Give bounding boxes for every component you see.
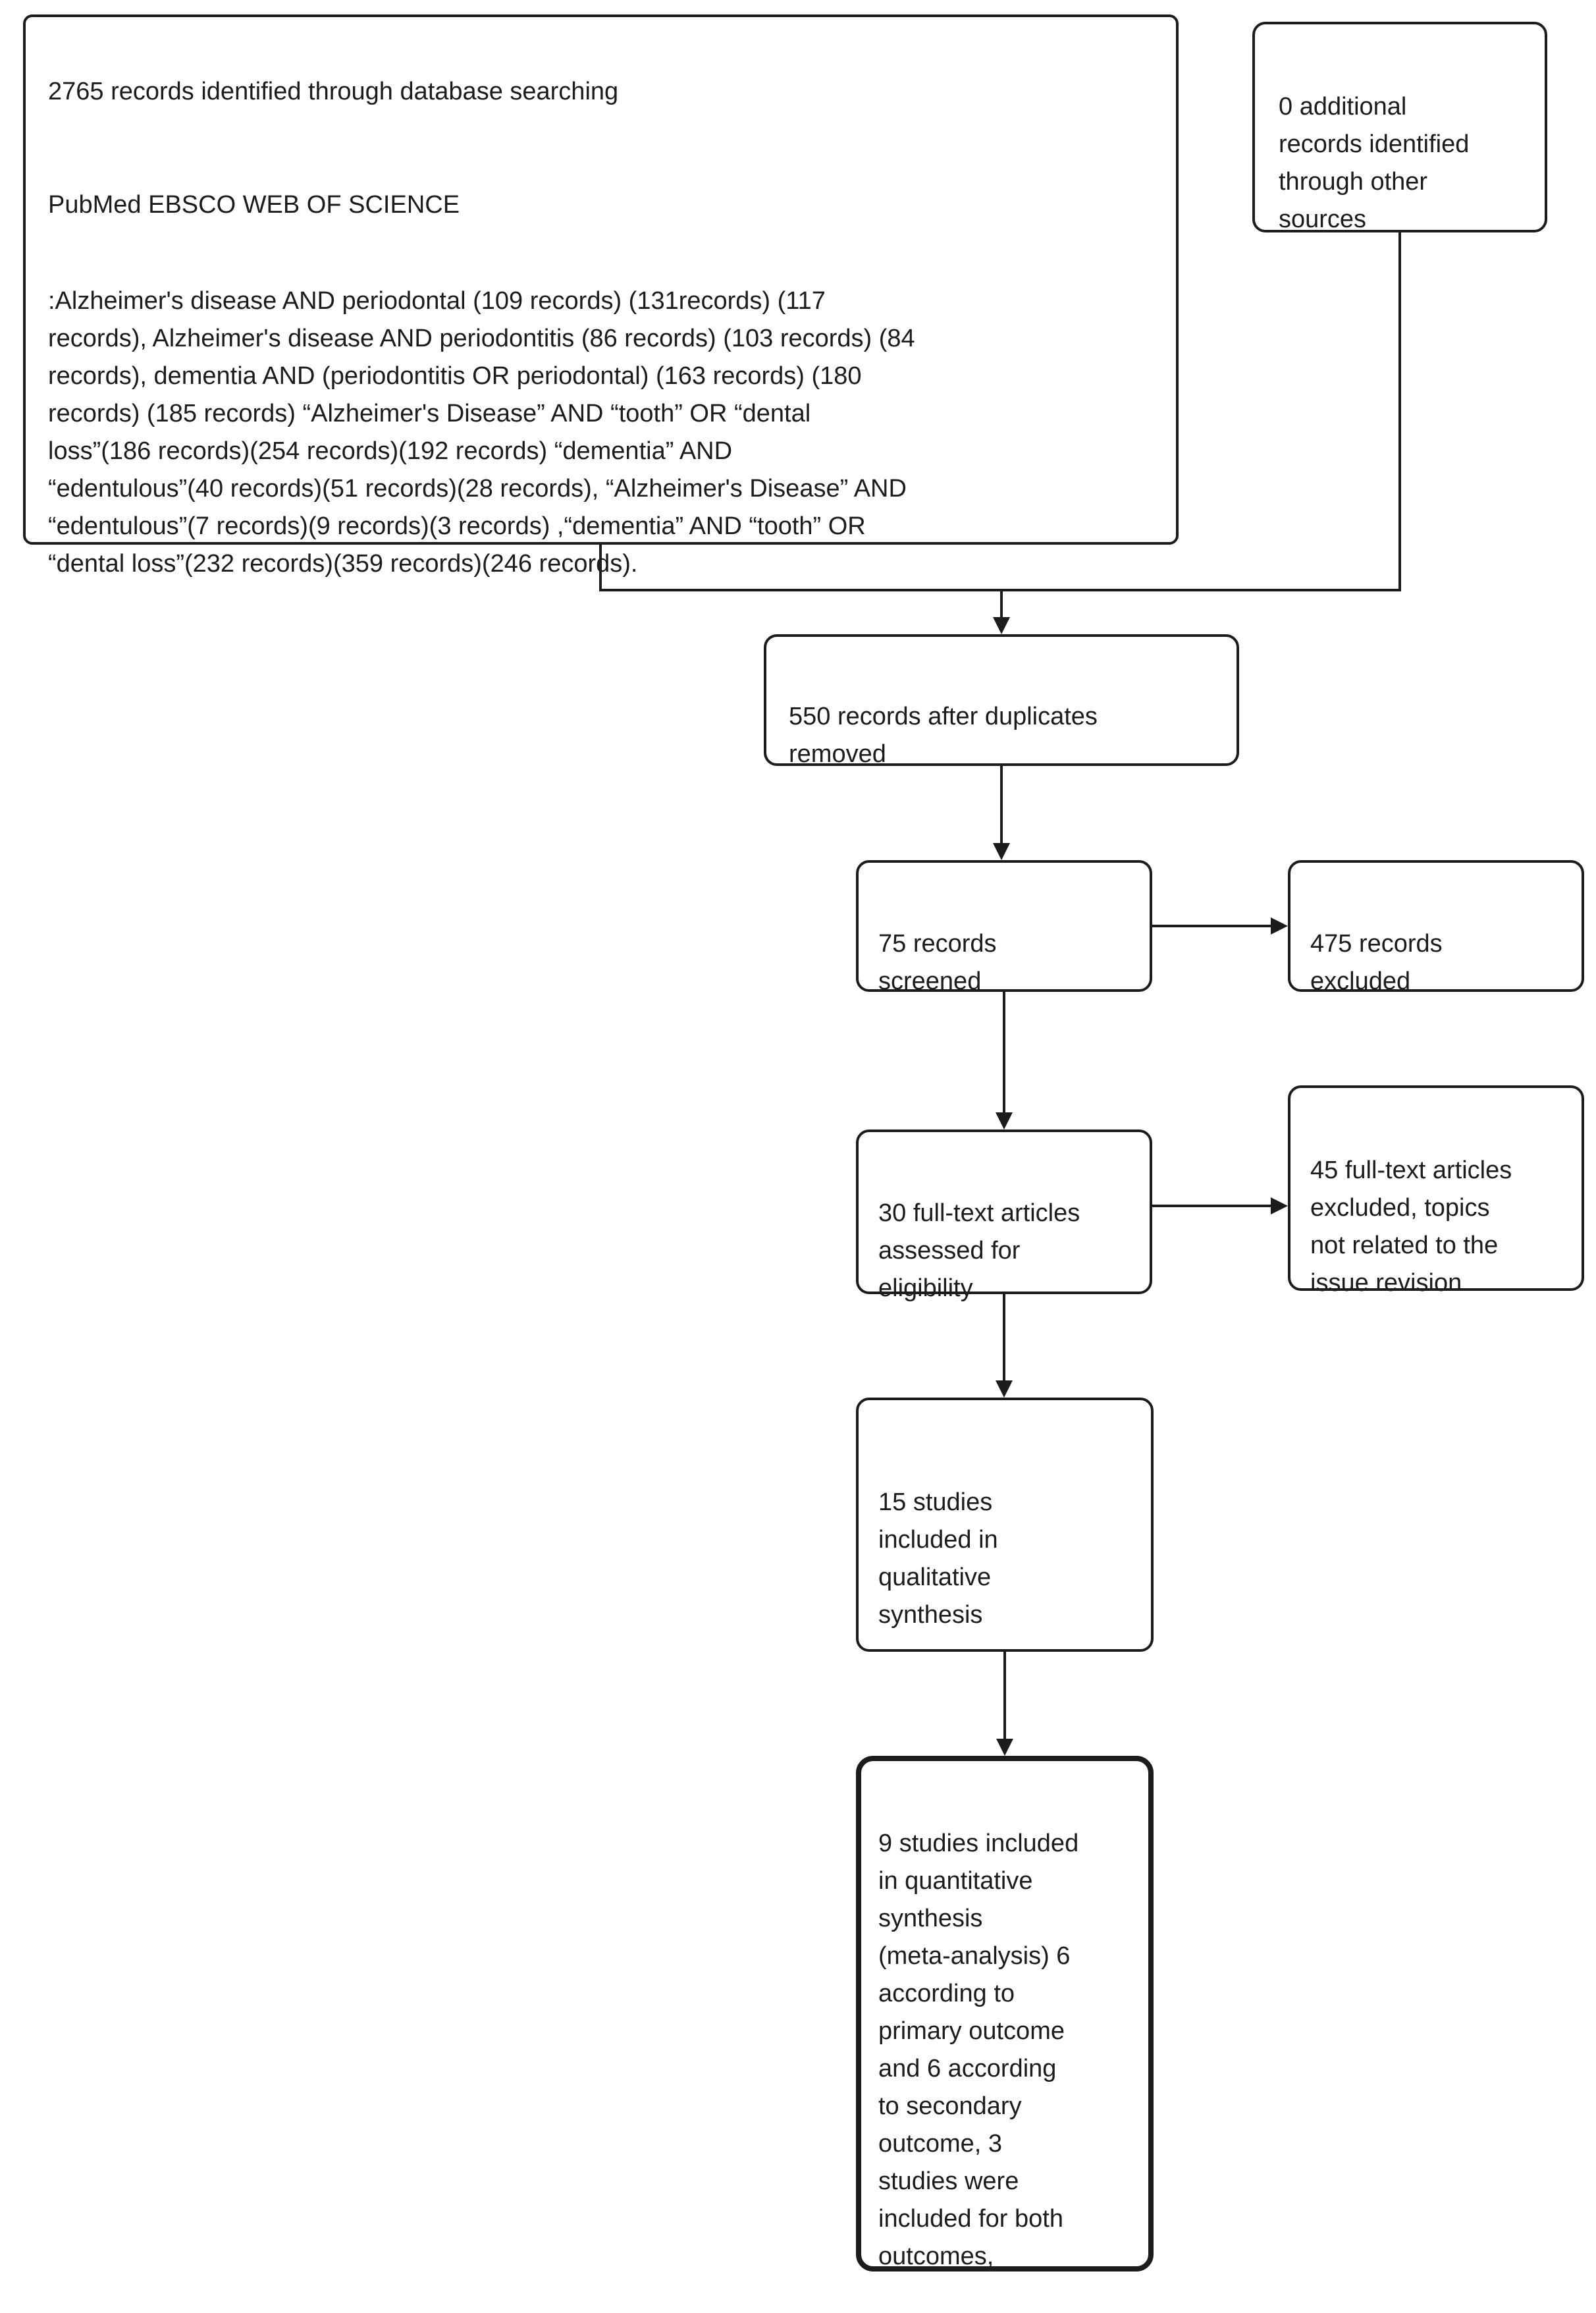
connector-other-sources-down bbox=[1398, 231, 1401, 591]
connector-merge-to-duplicates bbox=[1000, 589, 1003, 618]
arrowhead-assessed-icon bbox=[996, 1112, 1013, 1129]
records-excluded-box: 475 records excluded bbox=[1288, 860, 1584, 995]
fulltext-assessed-box: 30 full-text articles assessed for eligi… bbox=[856, 1129, 1152, 1302]
connector-screened-to-excluded bbox=[1152, 925, 1272, 927]
identification-records-box: 2765 records identified through database… bbox=[23, 14, 1179, 578]
connector-identification-down bbox=[599, 543, 602, 591]
qualitative-synthesis-box: 15 studies included in qualitative synth… bbox=[856, 1398, 1154, 1652]
arrowhead-duplicates-icon bbox=[993, 617, 1010, 634]
arrowhead-excluded-icon bbox=[1271, 917, 1288, 935]
fulltext-excluded-text: 45 full-text articles excluded, topics n… bbox=[1310, 1156, 1512, 1297]
duplicates-removed-box: 550 records after duplicates removed bbox=[764, 634, 1239, 768]
connector-duplicates-to-screened bbox=[1000, 766, 1003, 844]
connector-screened-to-assessed bbox=[1003, 992, 1005, 1114]
fulltext-excluded-box: 45 full-text articles excluded, topics n… bbox=[1288, 1085, 1584, 1297]
connector-qualitative-to-quantitative bbox=[1003, 1652, 1006, 1739]
other-sources-text: 0 additional records identified through … bbox=[1279, 93, 1470, 233]
records-screened-text: 75 records screened bbox=[878, 930, 997, 995]
records-excluded-text: 475 records excluded bbox=[1310, 930, 1443, 995]
qualitative-synthesis-text: 15 studies included in qualitative synth… bbox=[878, 1488, 998, 1629]
other-sources-box: 0 additional records identified through … bbox=[1252, 22, 1547, 233]
databases-searched-text: PubMed EBSCO WEB OF SCIENCE bbox=[48, 191, 460, 219]
arrowhead-ft-excluded-icon bbox=[1271, 1197, 1288, 1214]
duplicates-removed-text: 550 records after duplicates removed bbox=[789, 703, 1098, 768]
arrowhead-screened-icon bbox=[993, 843, 1010, 860]
fulltext-assessed-text: 30 full-text articles assessed for eligi… bbox=[878, 1199, 1080, 1302]
quantitative-synthesis-text: 9 studies included in quantitative synth… bbox=[878, 1830, 1079, 2270]
arrowhead-qualitative-icon bbox=[996, 1380, 1013, 1398]
arrowhead-quantitative-icon bbox=[996, 1739, 1013, 1756]
search-queries-text: :Alzheimer's disease AND periodontal (10… bbox=[48, 287, 915, 578]
records-identified-text: 2765 records identified through database… bbox=[48, 78, 619, 105]
connector-assessed-to-qualitative bbox=[1003, 1294, 1005, 1380]
connector-assessed-to-ft-excluded bbox=[1152, 1205, 1272, 1207]
quantitative-synthesis-box: 9 studies included in quantitative synth… bbox=[856, 1756, 1154, 2272]
records-screened-box: 75 records screened bbox=[856, 860, 1152, 995]
